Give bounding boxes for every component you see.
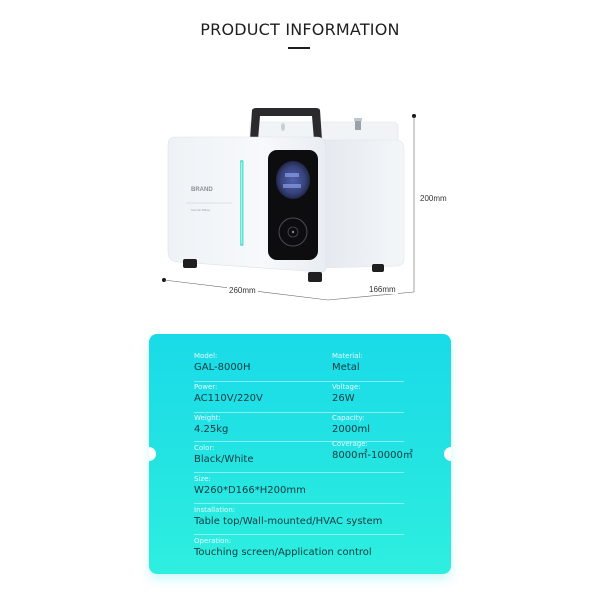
spec-label: Voltage:: [332, 383, 361, 391]
spec-value: W260*D166*H200mm: [194, 485, 306, 496]
width-dimension-label: 260mm: [227, 286, 258, 295]
spec-voltage: Voltage: 26W: [332, 383, 361, 405]
spec-label: Coverage:: [332, 440, 368, 448]
spec-label: Color:: [194, 444, 215, 452]
spec-weight: Weight: 4.25kg: [194, 414, 228, 436]
spec-label: Weight:: [194, 414, 221, 422]
spec-value: Table top/Wall-mounted/HVAC system: [194, 516, 383, 527]
spec-value: 4.25kg: [194, 424, 229, 435]
spec-value: GAL-8000H: [194, 362, 251, 373]
spec-value: Black/White: [194, 454, 254, 465]
card-notch-left: [149, 447, 156, 461]
height-dimension-label: 200mm: [420, 194, 447, 203]
spec-coverage: Coverage: 8000㎡-10000㎡: [332, 440, 413, 462]
divider: [194, 381, 404, 382]
brand-logo: BRAND: [191, 187, 213, 193]
spec-label: Capacity:: [332, 414, 365, 422]
spec-label: Size:: [194, 475, 211, 483]
depth-dimension-label: 166mm: [367, 285, 398, 294]
spec-power: Power: AC110V/220V: [194, 383, 263, 405]
spec-capacity: Capacity: 2000ml: [332, 414, 370, 436]
divider: [194, 503, 404, 504]
spec-value: Metal: [332, 362, 360, 373]
divider: [194, 472, 404, 473]
spec-label: Model:: [194, 352, 218, 360]
spec-label: Operation:: [194, 537, 232, 545]
spec-operation: Operation: Touching screen/Application c…: [194, 537, 372, 559]
product-image: BRAND Scent Air Diffuser 200mm 260mm 166…: [162, 108, 447, 301]
spec-label: Installation:: [194, 506, 236, 514]
spec-label: Material:: [332, 352, 363, 360]
spec-installation: Installation: Table top/Wall-mounted/HVA…: [194, 506, 382, 528]
spec-size: Size: W260*D166*H200mm: [194, 475, 306, 497]
spec-value: 8000㎡-10000㎡: [332, 450, 413, 461]
spec-color: Color: Black/White: [194, 444, 254, 466]
page-title: PRODUCT INFORMATION: [200, 20, 400, 39]
spec-material: Material: Metal: [332, 352, 363, 374]
diffuser-device-illustration: BRAND Scent Air Diffuser: [162, 108, 416, 301]
spec-value: AC110V/220V: [194, 393, 263, 404]
title-underline: [288, 47, 310, 49]
divider: [194, 534, 404, 535]
card-notch-right: [444, 447, 451, 461]
spec-value: 2000ml: [332, 424, 370, 435]
spec-label: Power:: [194, 383, 218, 391]
spec-model: Model: GAL-8000H: [194, 352, 251, 374]
spec-value: 26W: [332, 393, 355, 404]
spec-value: Touching screen/Application control: [194, 547, 372, 558]
spec-card: Model: GAL-8000H Material: Metal Power: …: [149, 334, 451, 574]
divider: [194, 412, 404, 413]
svg-text:Scent Air Diffuser: Scent Air Diffuser: [191, 209, 210, 212]
divider: [194, 441, 404, 442]
